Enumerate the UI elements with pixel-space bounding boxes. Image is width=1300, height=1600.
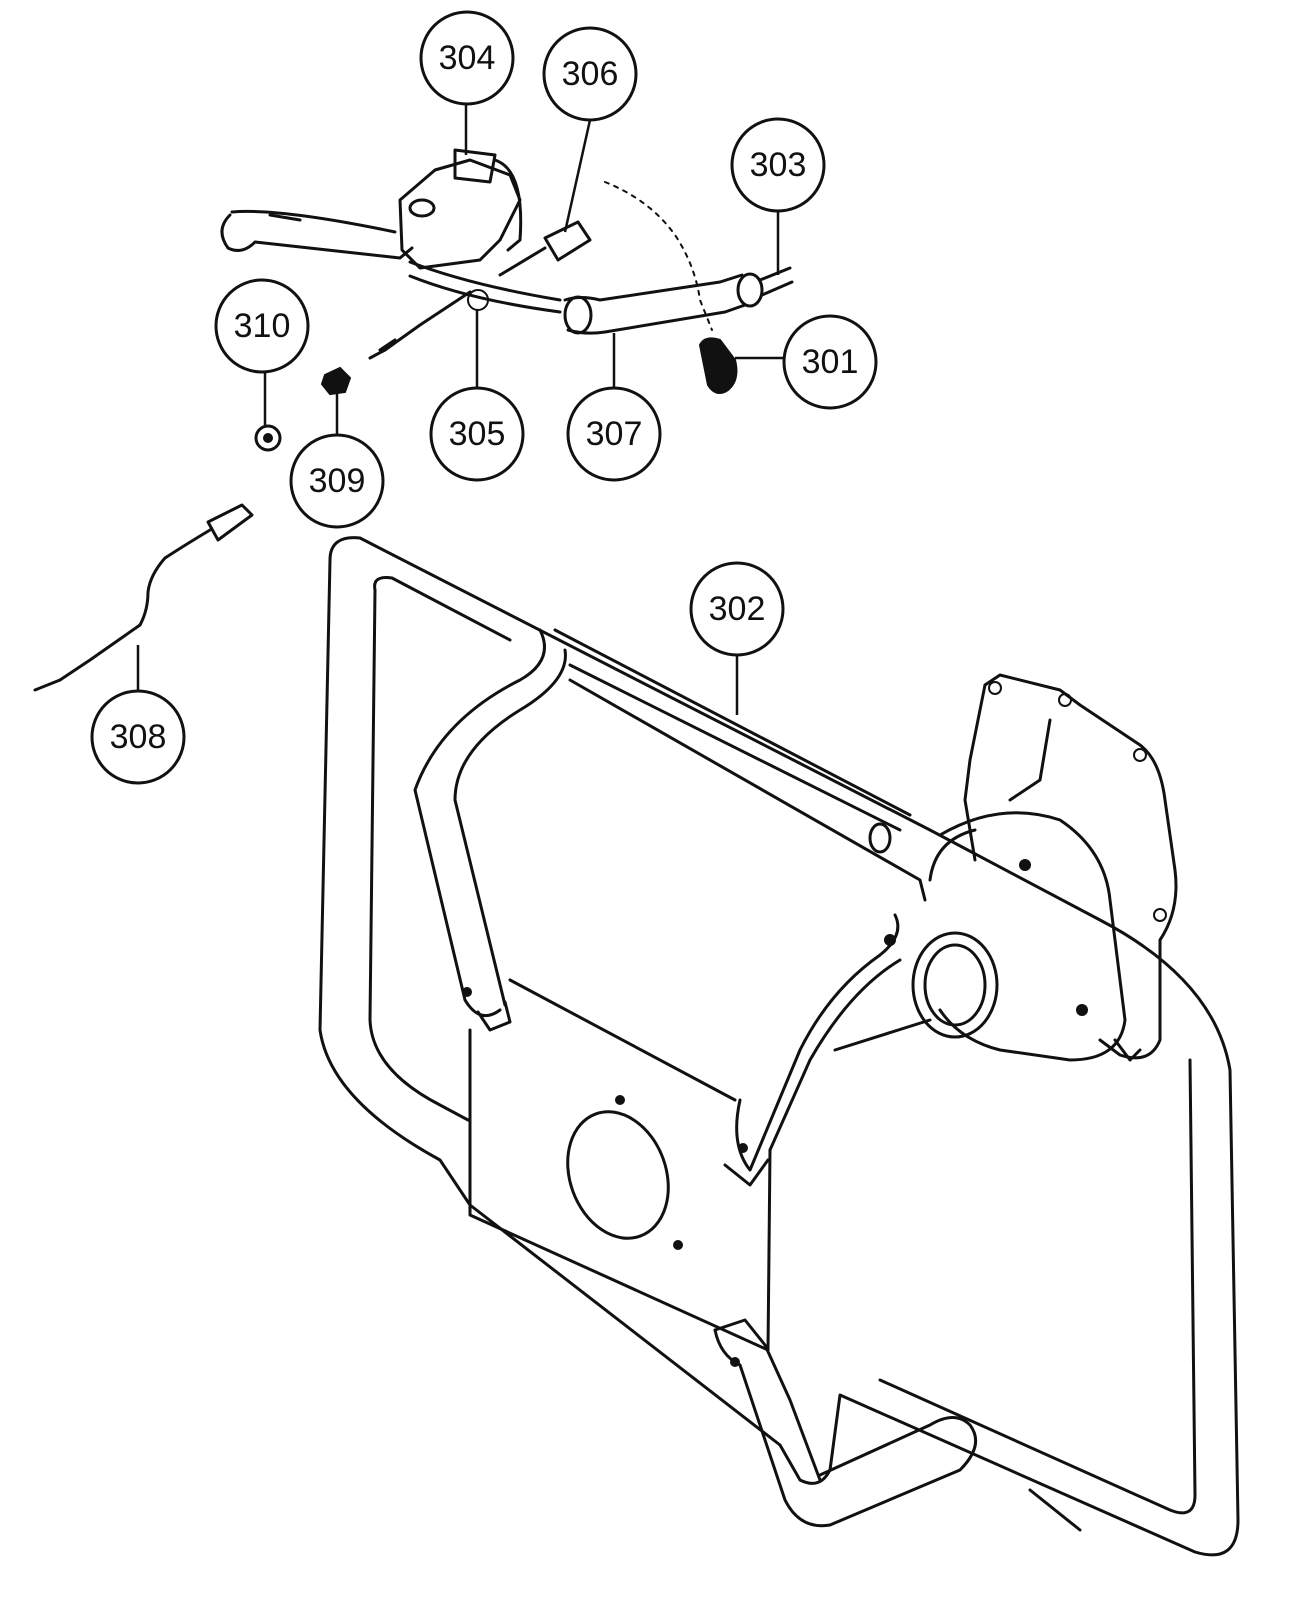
callout-label-307: 307 [586,415,643,453]
callout-label-303: 303 [750,146,807,184]
callout-label-308: 308 [110,718,167,756]
callout-310: 310 [214,278,310,374]
callout-label-305: 305 [449,415,506,453]
callout-307: 307 [566,386,662,482]
callout-label-310: 310 [234,307,291,345]
callout-label-309: 309 [309,462,366,500]
callout-304: 304 [419,10,515,106]
control-handle-assembly [220,148,794,395]
callout-label-302: 302 [709,590,766,628]
callout-label-301: 301 [802,343,859,381]
callout-309: 309 [289,433,385,529]
callout-306: 306 [542,26,638,122]
callout-308: 308 [90,689,186,785]
callout-305: 305 [429,386,525,482]
loose-parts [33,366,352,692]
leader-lines [136,103,783,715]
callout-label-306: 306 [562,55,619,93]
callout-303: 303 [730,117,826,213]
callout-301: 301 [782,314,878,410]
callout-302: 302 [689,561,785,657]
frame-assembly [318,536,1240,1557]
callout-label-304: 304 [439,39,496,77]
